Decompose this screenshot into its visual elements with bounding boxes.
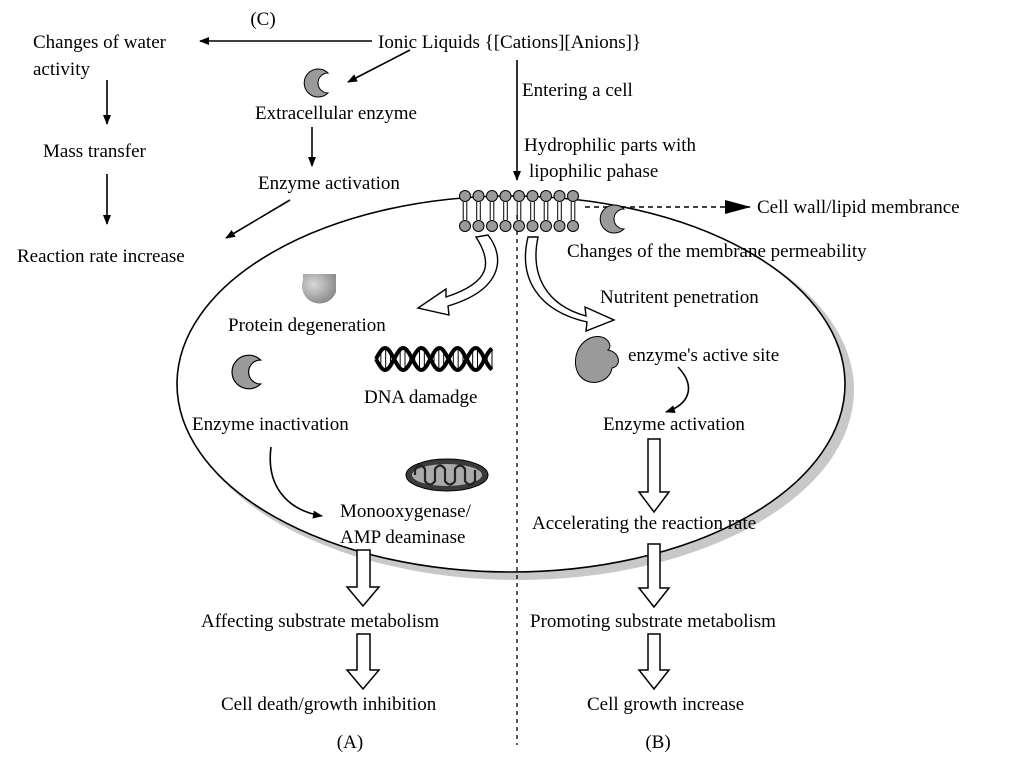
lipid-head-bottom xyxy=(499,220,512,232)
label-mass-transfer: Mass transfer xyxy=(43,141,147,162)
label-accelerating-rate: Accelerating the reaction rate xyxy=(532,513,756,534)
label-monooxygenase-2: AMP deaminase xyxy=(340,527,465,548)
label-entering-cell: Entering a cell xyxy=(522,80,633,101)
curved-arrow-active-site xyxy=(665,366,690,413)
lipid-head-bottom xyxy=(567,220,579,232)
lipid-head-top xyxy=(526,190,539,202)
label-monooxygenase-1: Monooxygenase/ xyxy=(340,501,472,522)
lipid-head-top xyxy=(486,190,498,202)
block-arrow-a2 xyxy=(345,633,381,691)
label-extracellular-enzyme: Extracellular enzyme xyxy=(255,103,417,124)
lipid-head-bottom xyxy=(486,220,498,232)
label-cell-growth-increase: Cell growth increase xyxy=(587,694,744,715)
lipid-head-top xyxy=(540,190,552,202)
lipid-head-bottom xyxy=(513,220,525,232)
label-water-activity-1: Changes of water xyxy=(33,32,167,53)
label-membrane-permeability: Changes of the membrane permeability xyxy=(567,241,867,262)
arrow-activation-to-rate xyxy=(225,199,291,239)
hollow-arrow-to-protein xyxy=(416,234,499,316)
lipid-head-bottom xyxy=(472,220,485,232)
label-panel-b: (B) xyxy=(645,732,670,753)
protein-droplet-icon xyxy=(301,274,336,304)
lipid-head-bottom xyxy=(553,220,566,232)
label-dna-damage: DNA damadge xyxy=(364,387,477,408)
dna-helix-icon xyxy=(374,345,494,373)
label-reaction-rate-increase: Reaction rate increase xyxy=(17,246,185,267)
hollow-arrow-to-nutrient xyxy=(524,236,616,333)
lipid-head-bottom xyxy=(540,220,552,232)
label-ionic-liquids: Ionic Liquids {[Cations][Anions]} xyxy=(378,32,641,53)
lipid-head-bottom xyxy=(526,220,539,232)
curved-arrow-inactivation xyxy=(269,446,323,519)
label-affecting-metabolism: Affecting substrate metabolism xyxy=(201,611,439,632)
labels: (C) Ionic Liquids {[Cations][Anions]} Ch… xyxy=(17,9,960,753)
label-active-site: enzyme's active site xyxy=(628,345,779,366)
lipid-head-top xyxy=(472,190,485,202)
label-enzyme-activation-inner: Enzyme activation xyxy=(603,414,745,435)
label-water-activity-2: activity xyxy=(33,59,90,80)
mitochondrion-icon xyxy=(405,458,489,492)
lipid-head-top xyxy=(567,190,579,202)
label-panel-a: (A) xyxy=(337,732,363,753)
block-arrow-b2 xyxy=(637,543,671,609)
label-nutrient-penetration: Nutritent penetration xyxy=(600,287,759,308)
lipid-head-top xyxy=(459,190,471,202)
label-enzyme-inactivation: Enzyme inactivation xyxy=(192,414,349,435)
block-arrows xyxy=(345,438,671,691)
label-panel-c: (C) xyxy=(250,9,275,30)
active-site-enzyme-icon xyxy=(574,336,619,383)
lipid-head-top xyxy=(553,190,566,202)
label-hydrophilic-2: lipophilic pahase xyxy=(529,161,658,182)
lipid-head-top xyxy=(499,190,512,202)
label-protein-degeneration: Protein degeneration xyxy=(228,315,386,336)
label-cell-wall: Cell wall/lipid membrance xyxy=(757,197,960,218)
block-arrow-b1 xyxy=(637,438,671,514)
label-cell-death: Cell death/growth inhibition xyxy=(221,694,437,715)
label-promoting-metabolism: Promoting substrate metabolism xyxy=(530,611,776,632)
block-arrow-b3 xyxy=(637,633,671,691)
lipid-head-top xyxy=(513,190,525,202)
lipid-bilayer-icon xyxy=(459,190,579,232)
extracellular-enzyme-icon xyxy=(303,68,329,98)
label-enzyme-activation-top: Enzyme activation xyxy=(258,173,400,194)
block-arrow-a1 xyxy=(345,549,381,608)
label-hydrophilic-1: Hydrophilic parts with xyxy=(524,135,697,156)
arrow-to-extracellular-enzyme xyxy=(347,49,411,83)
lipid-head-bottom xyxy=(459,220,471,232)
